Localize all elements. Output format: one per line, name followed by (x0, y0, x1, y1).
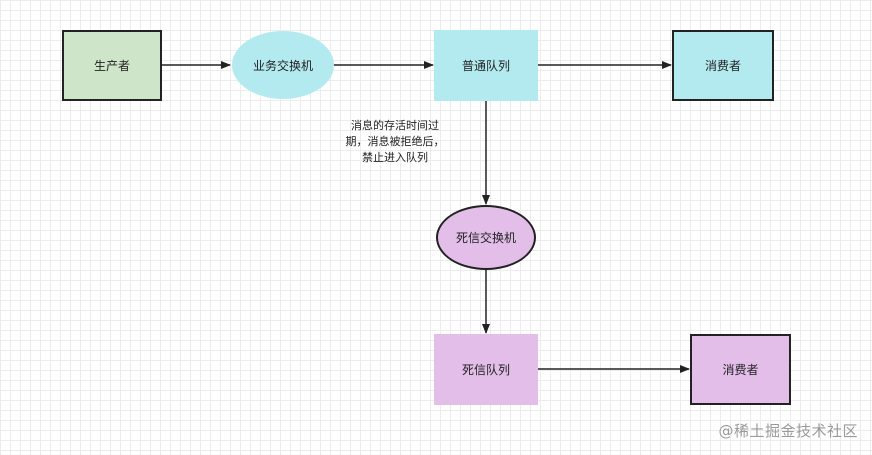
consumer-top-node[interactable]: 消费者 (672, 30, 774, 101)
dlx-exchange-node[interactable]: 死信交换机 (436, 205, 536, 270)
watermark: @稀土掘金技术社区 (718, 422, 858, 440)
note-line-1: 消息的存活时间过 (351, 119, 439, 132)
dead-letter-queue-label: 死信队列 (461, 363, 510, 377)
dlx-exchange-label: 死信交换机 (455, 231, 516, 245)
dead-letter-condition-note: 消息的存活时间过 期，消息被拒绝后， 禁止进入队列 (340, 118, 450, 166)
consumer-bottom-node[interactable]: 消费者 (690, 334, 791, 405)
producer-node[interactable]: 生产者 (62, 30, 162, 101)
note-line-2: 期，消息被拒绝后， (345, 135, 445, 148)
note-line-3: 禁止进入队列 (362, 151, 428, 164)
normal-queue-node[interactable]: 普通队列 (434, 30, 538, 101)
dead-letter-queue-node[interactable]: 死信队列 (434, 334, 538, 405)
business-exchange-node[interactable]: 业务交换机 (232, 31, 334, 99)
producer-label: 生产者 (93, 59, 130, 73)
business-exchange-label: 业务交换机 (252, 58, 313, 73)
consumer-top-label: 消费者 (704, 59, 741, 73)
consumer-bottom-label: 消费者 (722, 363, 759, 377)
normal-queue-label: 普通队列 (461, 59, 510, 73)
